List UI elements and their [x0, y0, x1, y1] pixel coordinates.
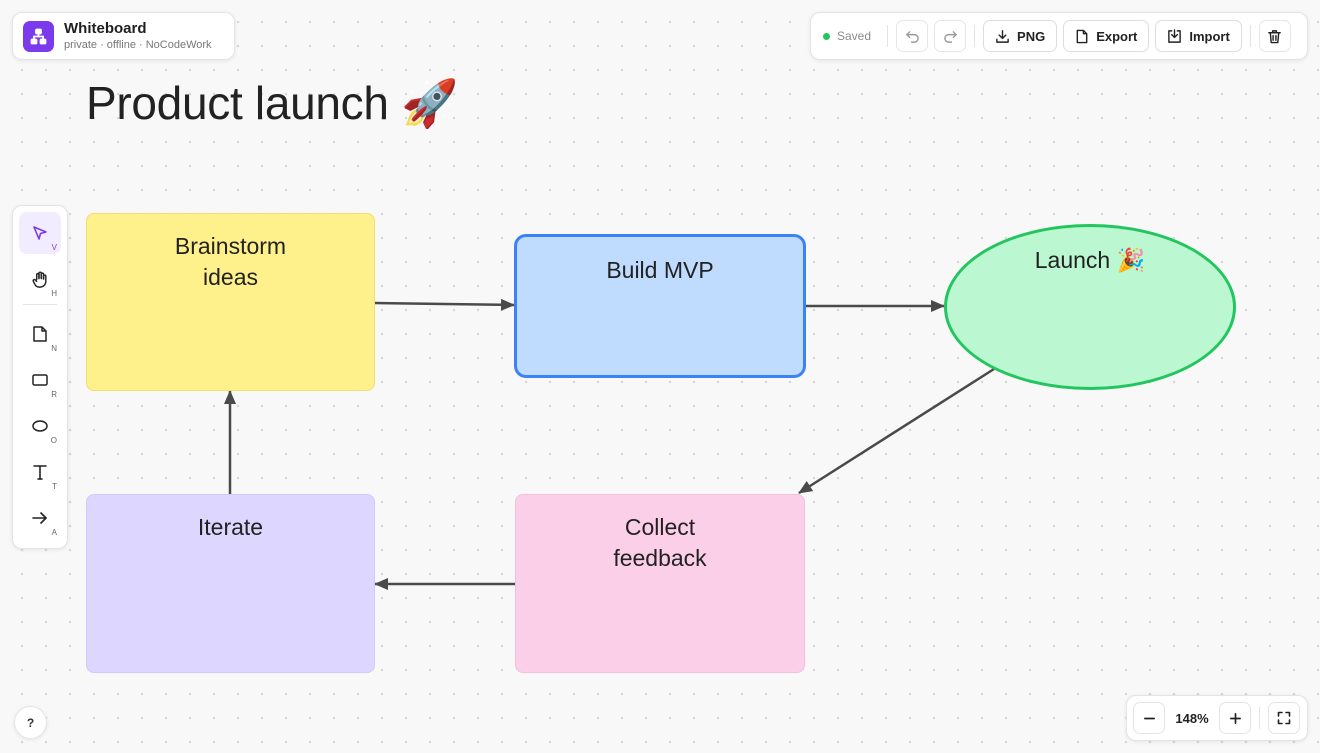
- zoom-level: 148%: [1175, 710, 1209, 726]
- tool-divider: [23, 304, 57, 305]
- import-label: Import: [1189, 28, 1230, 44]
- toolbar-divider: [974, 25, 976, 47]
- tool-shortcut: V: [51, 243, 57, 252]
- redo-icon: [943, 30, 957, 43]
- export-button[interactable]: Export: [1063, 20, 1150, 52]
- status-dot-icon: [823, 32, 830, 40]
- tool-note[interactable]: N: [19, 313, 61, 355]
- tool-shortcut: O: [50, 436, 57, 445]
- redo-button[interactable]: [934, 20, 967, 52]
- ellipse-icon: [32, 420, 48, 432]
- arrow-icon: [32, 512, 47, 524]
- tool-ellipse[interactable]: O: [19, 405, 61, 447]
- tool-palette: V H N R O T A: [12, 205, 68, 549]
- tool-select[interactable]: V: [19, 212, 61, 254]
- delete-button[interactable]: [1258, 20, 1291, 52]
- save-status-label: Saved: [837, 29, 872, 43]
- zoom-out-button[interactable]: [1133, 702, 1165, 734]
- tool-arrow[interactable]: A: [19, 497, 61, 539]
- node-label: Collect feedback: [613, 514, 707, 571]
- save-status: Saved: [823, 29, 871, 43]
- ellipse-launch[interactable]: Launch 🎉: [944, 224, 1236, 390]
- note-icon: [33, 326, 47, 342]
- help-button[interactable]: ?: [14, 706, 47, 739]
- sticky-note-iterate[interactable]: Iterate: [86, 494, 375, 673]
- undo-icon: [905, 30, 919, 43]
- trash-icon: [1268, 29, 1282, 43]
- node-label: Brainstorm ideas: [174, 233, 287, 290]
- cursor-icon: [33, 226, 47, 240]
- node-label: Iterate: [197, 514, 264, 540]
- tool-shortcut: N: [51, 344, 57, 353]
- file-icon: [1076, 29, 1088, 43]
- png-button[interactable]: PNG: [983, 20, 1058, 52]
- zoom-divider: [1259, 707, 1260, 729]
- toolbar-divider: [1249, 25, 1251, 47]
- import-icon: [1168, 28, 1182, 43]
- zoom-controls: 148%: [1126, 695, 1308, 741]
- node-label: Launch 🎉: [1034, 247, 1146, 273]
- hand-icon: [32, 271, 47, 288]
- rectangle-build-mvp[interactable]: Build MVP: [514, 234, 806, 378]
- minus-icon: [1143, 717, 1155, 719]
- help-label: ?: [26, 715, 35, 730]
- connector-brainstorm-build[interactable]: [374, 298, 515, 311]
- sticky-note-brainstorm[interactable]: Brainstorm ideas: [86, 213, 375, 391]
- app-title: Whiteboard: [64, 20, 147, 37]
- connector-launch-collect[interactable]: [798, 367, 995, 495]
- tool-text[interactable]: T: [19, 451, 61, 493]
- fit-screen-button[interactable]: [1268, 702, 1300, 734]
- rectangle-icon: [32, 374, 48, 386]
- diagram-icon: [23, 20, 54, 52]
- tool-hand[interactable]: H: [19, 258, 61, 300]
- download-icon: [996, 29, 1009, 43]
- text-icon: [33, 465, 47, 480]
- plus-icon: [1229, 712, 1241, 724]
- tool-shortcut: T: [52, 482, 57, 491]
- app-badge: Whiteboard private · offline · NoCodeWor…: [12, 12, 235, 60]
- sticky-note-collect-feedback[interactable]: Collect feedback: [515, 494, 805, 673]
- top-toolbar: Saved PNG Export Import: [810, 12, 1308, 60]
- toolbar-divider: [887, 25, 889, 47]
- app-subtitle: private · offline · NoCodeWork: [64, 39, 212, 51]
- fullscreen-icon: [1277, 711, 1291, 725]
- undo-button[interactable]: [896, 20, 929, 52]
- node-label: Build MVP: [606, 257, 714, 283]
- tool-shortcut: A: [51, 528, 57, 537]
- tool-shortcut: R: [51, 390, 57, 399]
- tool-shortcut: H: [51, 289, 57, 298]
- zoom-in-button[interactable]: [1219, 702, 1251, 734]
- board-title[interactable]: Product launch 🚀: [86, 77, 459, 129]
- png-label: PNG: [1017, 28, 1046, 44]
- tool-rectangle[interactable]: R: [19, 359, 61, 401]
- import-button[interactable]: Import: [1155, 20, 1242, 52]
- export-label: Export: [1096, 28, 1138, 44]
